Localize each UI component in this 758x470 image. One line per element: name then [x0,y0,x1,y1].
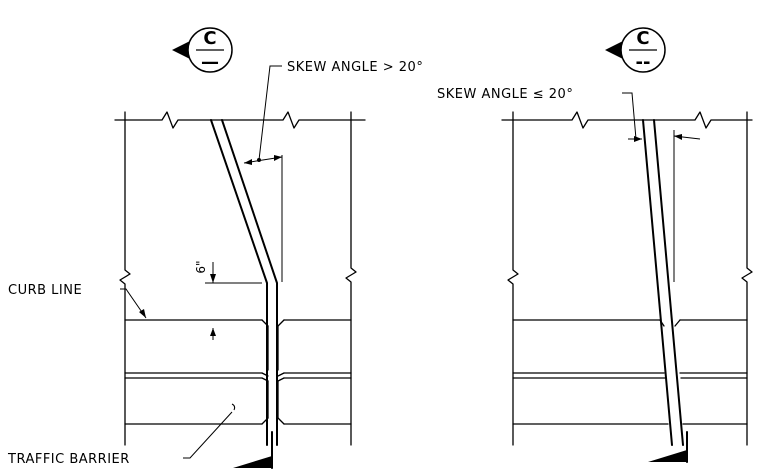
left-top-break-line [114,111,366,129]
right-deck-edge-right [741,111,753,446]
right-section-marker: C -- [605,27,666,73]
left-section-sheet: — [201,52,219,73]
left-barrier-block-right [277,319,352,425]
right-skew-angle-label: SKEW ANGLE ≤ 20° [437,87,573,102]
right-barrier-block-right [674,319,748,425]
left-deck-edge-right [345,111,357,446]
left-skewed-joint [210,119,278,446]
left-section-letter: C [203,28,216,49]
left-deck-edge-left [119,111,131,446]
traffic-barrier-label: TRAFFIC BARRIER [7,452,130,467]
curb-line-leader [120,288,147,319]
right-section-letter: C [636,28,649,49]
right-section-sheet: -- [636,52,651,73]
left-6in-label: 6" [194,260,208,273]
traffic-barrier-leader [183,403,236,459]
left-bottom-section-arrow [233,431,273,469]
left-section-marker: C — [172,27,233,73]
left-detail: C — [7,27,423,469]
left-skew-angle-dimension [243,65,283,282]
curb-line-label: CURB LINE [8,283,82,298]
left-6in-dimension [205,262,262,340]
left-barrier-block-left [124,319,269,425]
right-deck-edge-left [507,111,519,446]
right-top-break-line [501,111,753,129]
right-detail: C -- [437,27,753,463]
right-bottom-section-arrow [648,431,688,463]
left-skew-angle-label: SKEW ANGLE > 20° [287,60,423,75]
right-skewed-joint [642,119,684,446]
right-skew-angle-dimension [622,92,701,282]
right-barrier-block-left [512,319,669,425]
